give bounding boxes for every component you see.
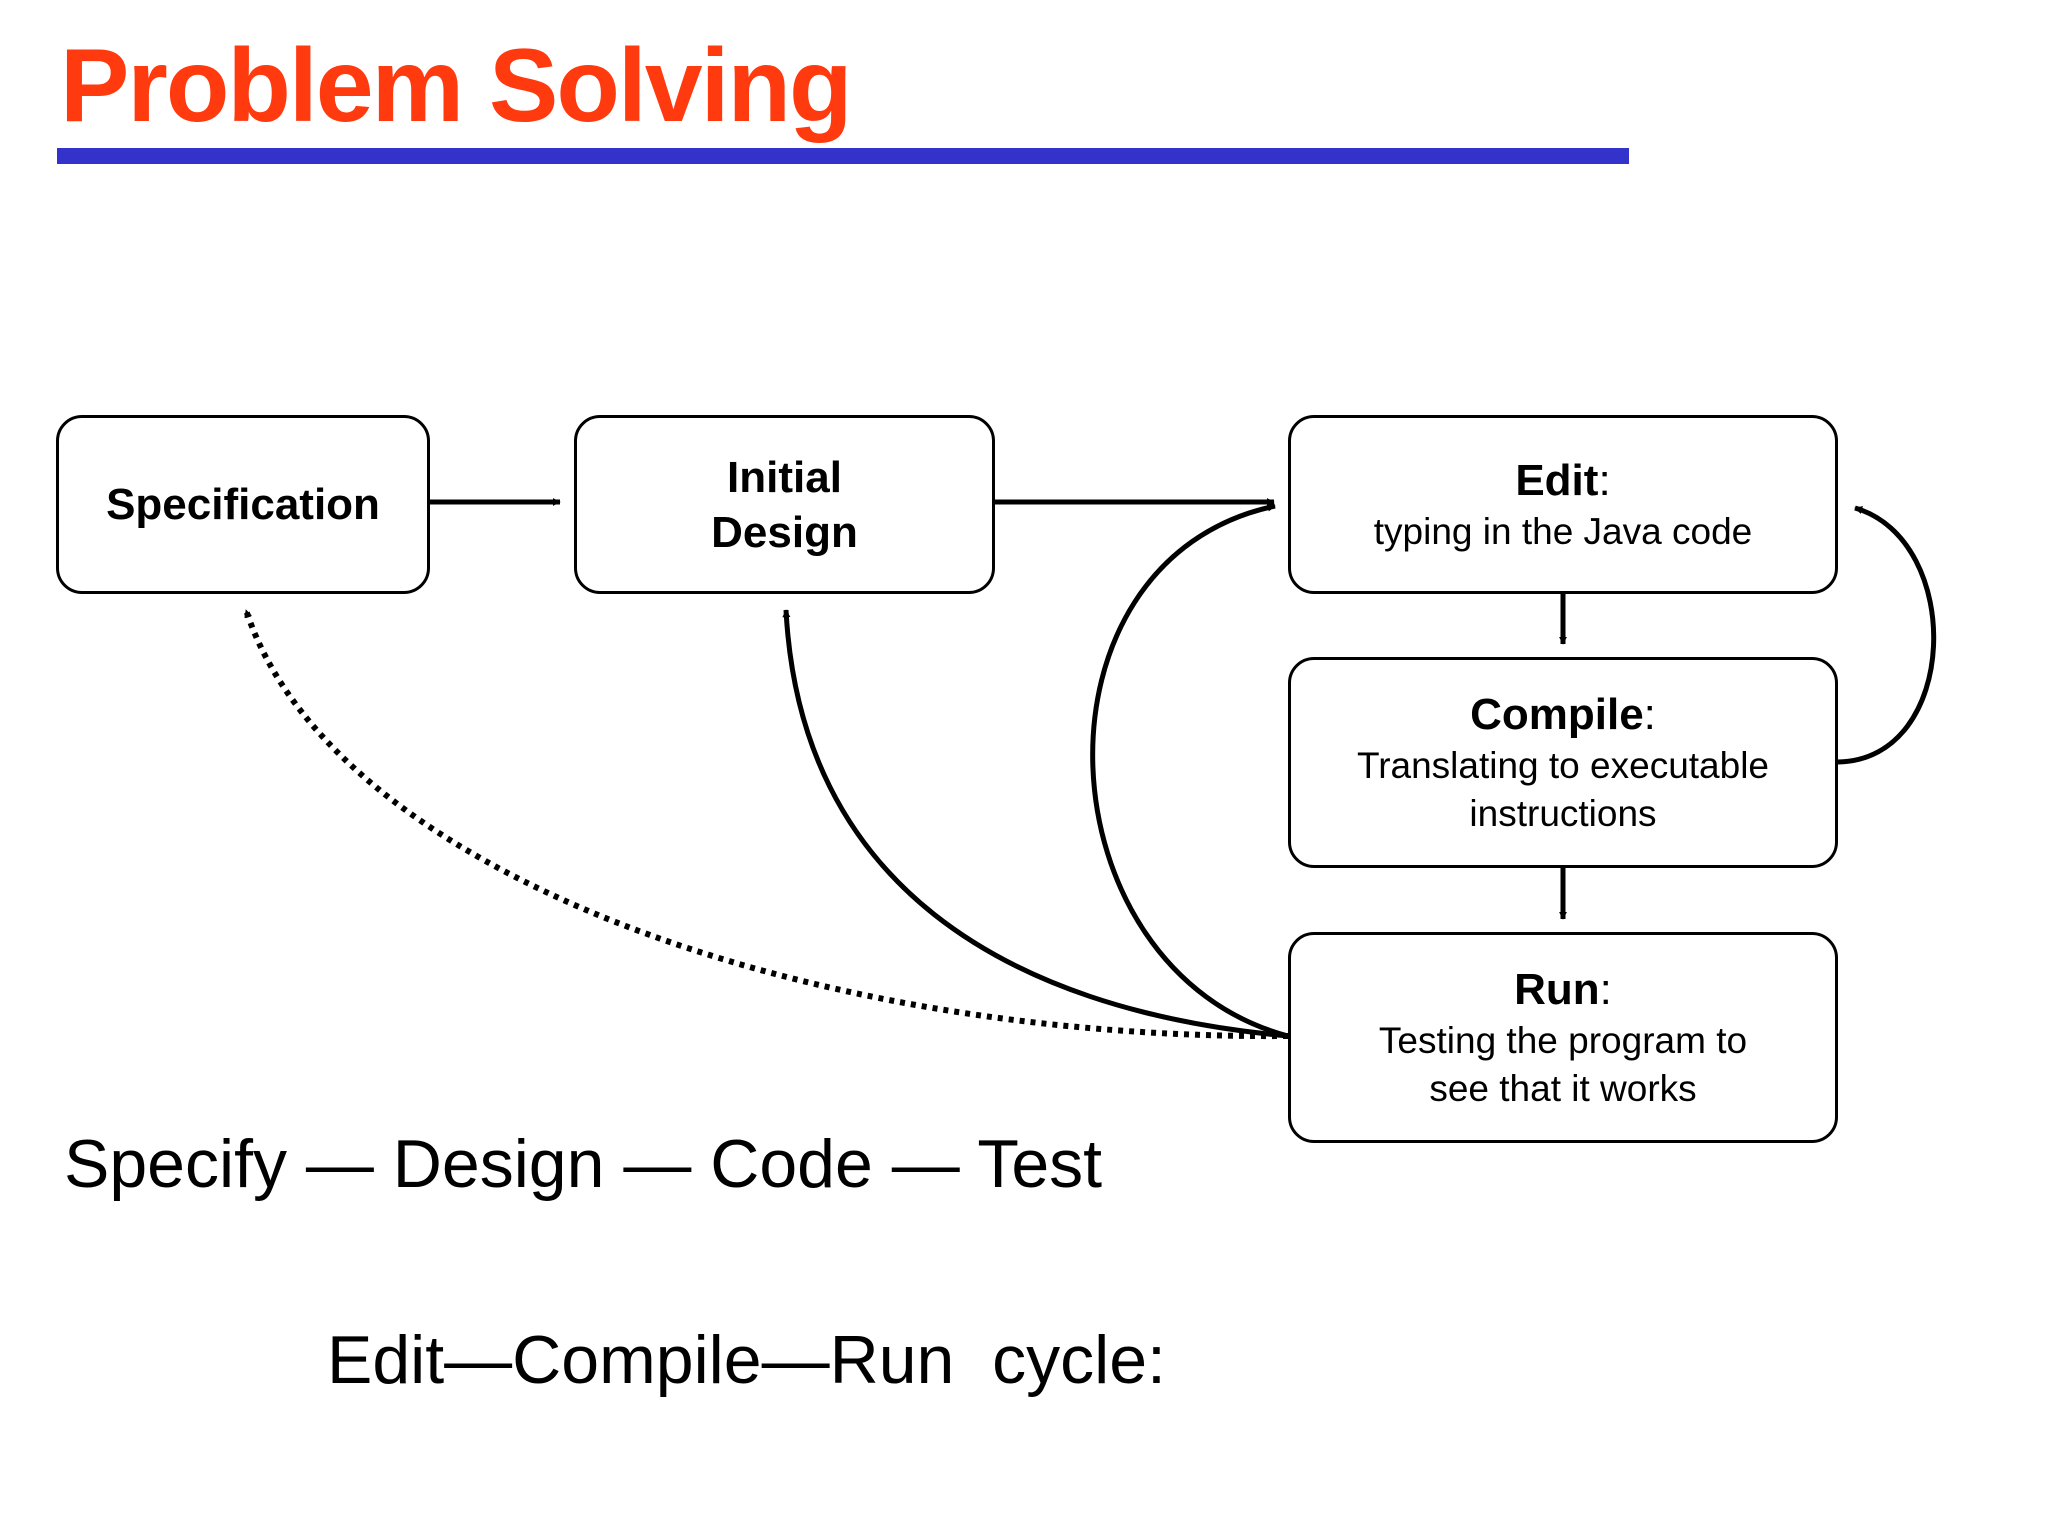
compile-description-line2: instructions [1469,793,1657,834]
initial-design-label-line2: Design [711,507,858,557]
cycle-caption: Edit—Compile—Run cycle: [327,1322,1166,1398]
run-description-line1: Testing the program to [1378,1019,1748,1061]
initial-design-label-line1: Initial [727,452,842,502]
arrow-run-to-design [782,609,1289,1039]
run-box: Run: Testing the program to see that it … [1288,932,1838,1143]
run-description-line2: see that it works [1429,1068,1697,1109]
compile-description-line1: Translating to executable [1356,744,1770,786]
title-underline [57,148,1629,164]
page-title: Problem Solving [60,28,853,144]
run-label: Run [1514,964,1600,1014]
edit-label: Edit [1515,455,1599,505]
specification-label: Specification [106,480,380,529]
edit-description: typing in the Java code [1373,510,1753,552]
compile-box: Compile: Translating to executable instr… [1288,657,1838,868]
compile-colon: : [1643,689,1656,739]
compile-label: Compile [1470,689,1644,739]
edit-box: Edit: typing in the Java code [1288,415,1838,594]
arrow-compile-loop-to-edit [1837,505,1937,765]
run-colon: : [1599,964,1612,1014]
arrow-run-to-specification-dotted [243,609,1289,1040]
edit-colon: : [1598,455,1611,505]
initial-design-box: Initial Design [574,415,995,594]
process-caption: Specify — Design — Code — Test [64,1126,1103,1202]
arrow-run-to-edit [1090,503,1289,1039]
specification-box: Specification [56,415,430,594]
